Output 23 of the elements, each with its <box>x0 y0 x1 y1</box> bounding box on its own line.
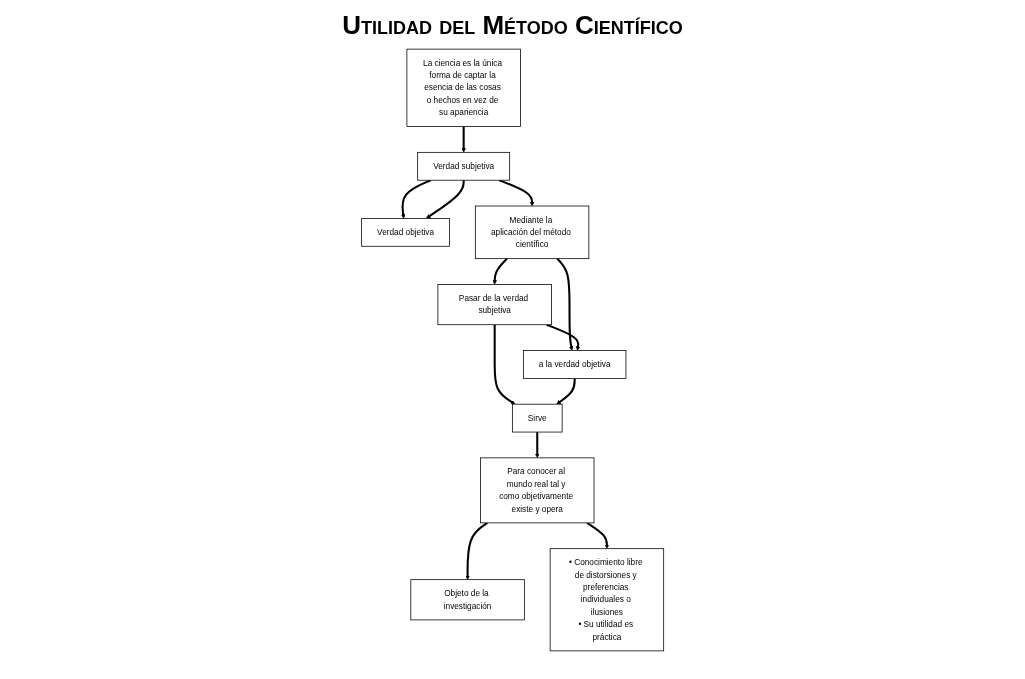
arrow <box>493 324 516 405</box>
arrow <box>400 179 432 219</box>
arrow <box>465 522 488 580</box>
node-box: Mediante la aplicación del método científico <box>474 205 590 260</box>
arrow <box>586 522 610 549</box>
node-box: Para conocer al mundo real tal y como objetivamente existe y opera <box>479 457 595 524</box>
diagram-title: Utilidad del Método Científico <box>341 10 684 41</box>
node-box: La ciencia es la única forma de captar la esencia de las cosas o hechos en vez de su apariencia <box>406 48 521 127</box>
node-box: Verdad objetiva <box>361 218 450 247</box>
arrow <box>461 126 466 153</box>
node-box: Verdad subjetiva <box>417 151 510 181</box>
arrow <box>492 257 508 285</box>
arrow <box>534 432 540 459</box>
arrow <box>498 179 535 207</box>
arrow <box>556 378 576 405</box>
node-box: Pasar de la verdad subjetiva <box>437 284 552 326</box>
node-box: a la verdad objetiva <box>522 350 627 379</box>
node-box: • Conocimiento libre de distorsiones y preferencias individuales o ilusiones • Su utilidad es práctica <box>549 548 664 652</box>
arrow <box>546 323 581 351</box>
arrow <box>556 257 574 351</box>
node-box: Objeto de la investigación <box>410 579 525 621</box>
node-box: Sirve <box>511 403 563 433</box>
arrow <box>425 180 465 219</box>
